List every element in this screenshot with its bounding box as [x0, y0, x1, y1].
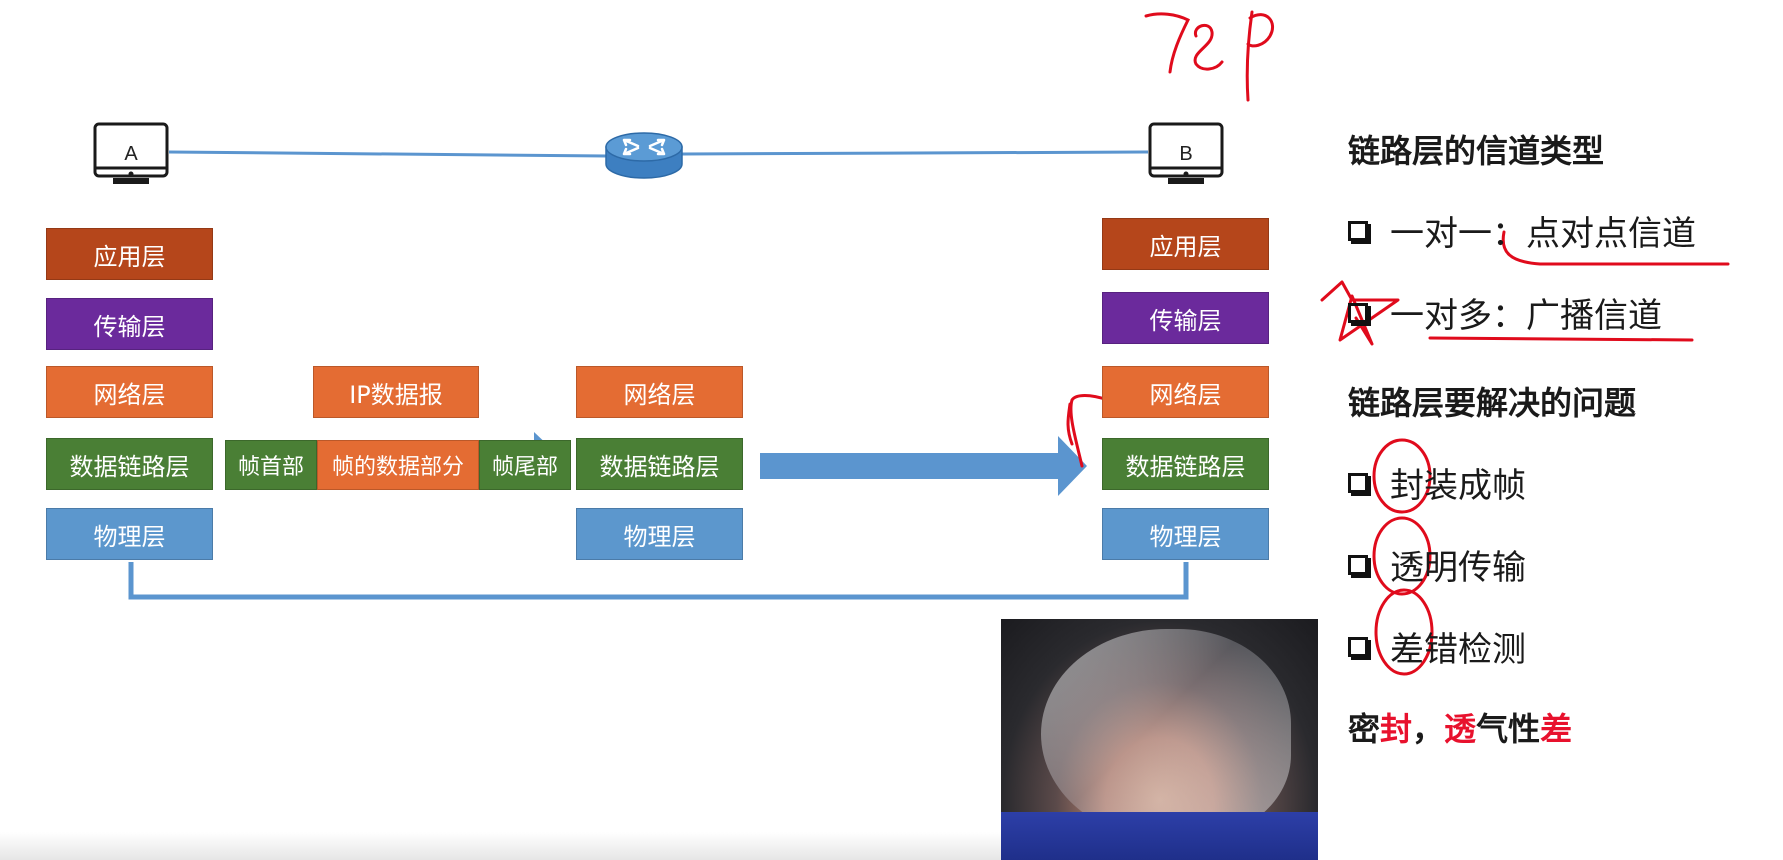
link-a-router	[168, 150, 608, 158]
problem-label: 差错检测	[1390, 630, 1526, 670]
webcam-meme-image	[1001, 619, 1318, 860]
tagline: 密封，透气性差	[1348, 704, 1572, 750]
shirt-shape	[1001, 812, 1318, 860]
problem-item-error-detection: 差错检测	[1348, 622, 1526, 671]
circle-cha	[1374, 588, 1434, 676]
channel-kind-label: 一对一：	[1390, 214, 1526, 254]
host-a-label: A	[124, 143, 138, 165]
host-b-label: B	[1179, 143, 1192, 165]
host-a-application-layer: 应用层	[46, 228, 213, 280]
ip-datagram-box: IP数据报	[313, 366, 479, 418]
handwritten-ink-2sp	[1144, 10, 1274, 102]
link-router-b	[681, 150, 1149, 156]
heading-link-problems: 链路层要解决的问题	[1348, 384, 1637, 422]
host-b-physical-layer: 物理层	[1102, 508, 1269, 560]
tagline-part: 气性	[1476, 710, 1541, 748]
router-icon	[605, 132, 683, 179]
host-b-icon: B	[1148, 122, 1224, 184]
heading-channel-types: 链路层的信道类型	[1348, 132, 1605, 170]
checkbox-bullet-icon	[1348, 220, 1368, 241]
host-b-network-layer: 网络层	[1102, 366, 1269, 418]
checkbox-bullet-icon	[1348, 302, 1368, 323]
channel-item-point-to-point: 一对一： 点对点信道	[1348, 206, 1696, 255]
host-a-network-layer: 网络层	[46, 366, 213, 418]
circle-tou	[1372, 516, 1432, 596]
host-a-physical-layer: 物理层	[46, 508, 213, 560]
router-physical-layer: 物理层	[576, 508, 743, 560]
problem-item-framing: 封装成帧	[1348, 458, 1526, 507]
host-b-transport-layer: 传输层	[1102, 292, 1269, 344]
plastic-bag-shape	[1041, 629, 1291, 839]
problem-item-transparent: 透明传输	[1348, 540, 1526, 589]
channel-name-label: 广播信道	[1526, 296, 1662, 336]
problem-label: 透明传输	[1390, 548, 1526, 588]
frame-payload-box: 帧的数据部分	[317, 440, 479, 490]
channel-kind-label: 一对多：	[1390, 296, 1526, 336]
physical-link-line	[128, 562, 1189, 600]
checkbox-bullet-icon	[1348, 636, 1368, 657]
host-a-transport-layer: 传输层	[46, 298, 213, 350]
tagline-part: 密	[1348, 710, 1381, 748]
problem-label: 封装成帧	[1390, 466, 1526, 506]
host-b-datalink-layer: 数据链路层	[1102, 438, 1269, 490]
channel-name-label: 点对点信道	[1526, 214, 1696, 254]
star-mark	[1320, 280, 1400, 346]
router-datalink-layer: 数据链路层	[576, 438, 743, 490]
checkbox-bullet-icon	[1348, 554, 1368, 575]
router-network-layer: 网络层	[576, 366, 743, 418]
tagline-highlight: 差	[1540, 710, 1573, 748]
bottom-fade-bar	[0, 832, 1001, 860]
underline-broadcast	[1428, 336, 1694, 342]
channel-item-broadcast: 一对多： 广播信道	[1348, 288, 1662, 337]
frame-trailer-box: 帧尾部	[479, 440, 571, 490]
host-a-datalink-layer: 数据链路层	[46, 438, 213, 490]
up-arrow-annotation	[1066, 394, 1110, 468]
host-a-icon: A	[93, 122, 169, 184]
tagline-part: ，	[1412, 710, 1445, 748]
tagline-highlight: 透	[1444, 710, 1477, 748]
transmit-arrow	[760, 436, 1087, 496]
circle-feng	[1372, 438, 1432, 514]
frame-header-box: 帧首部	[225, 440, 317, 490]
tagline-highlight: 封	[1380, 710, 1413, 748]
checkbox-bullet-icon	[1348, 472, 1368, 493]
underline-point-to-point	[1501, 230, 1730, 266]
host-b-application-layer: 应用层	[1102, 218, 1269, 270]
